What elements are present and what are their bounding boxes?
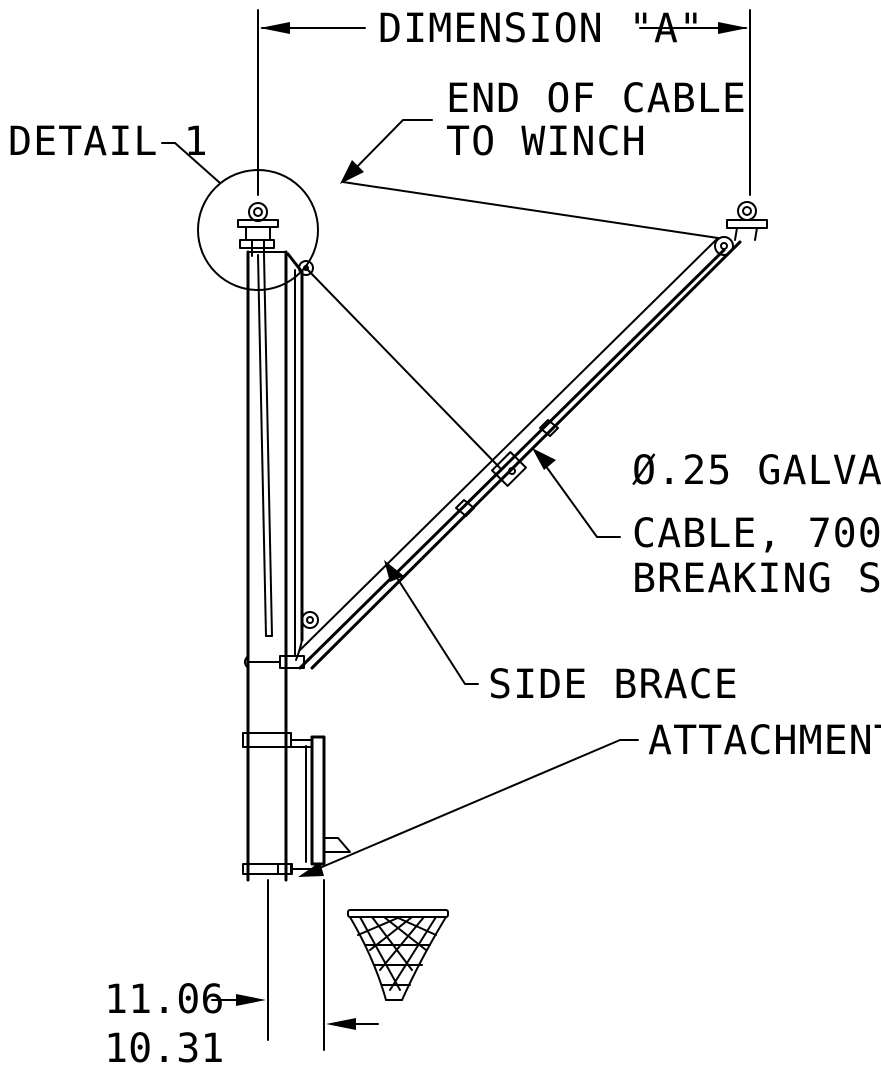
side-brace-label: SIDE BRACE	[488, 662, 739, 708]
end-of-cable-leader	[347, 119, 433, 177]
dimension-a: DIMENSION "A"	[257, 6, 751, 196]
dim-a-left-arrow	[260, 22, 290, 34]
left-pulley-bracket	[237, 202, 279, 257]
attachment-arrow	[298, 862, 324, 877]
upper-pole-clamp	[242, 732, 292, 748]
dimension-a-label: DIMENSION "A"	[378, 6, 704, 52]
tension-cable	[305, 267, 527, 487]
detail-1-leader	[161, 142, 221, 184]
cable-spec-line2: CABLE, 7000	[632, 511, 881, 557]
dim-a-right-arrow	[718, 22, 748, 34]
cable-spec-line3: BREAKING STR	[632, 556, 881, 602]
cable-callout: Ø.25 GALVANIZ CABLE, 7000 BREAKING STR	[532, 448, 881, 602]
rim-bracket	[323, 837, 351, 853]
turnbuckle	[491, 451, 527, 487]
hoop-and-net	[347, 909, 449, 1001]
side-brace-arrow	[384, 560, 404, 582]
rim	[347, 909, 449, 918]
dim-right-arrow	[326, 1018, 356, 1030]
main-pole	[246, 250, 288, 1041]
rear-brace	[286, 252, 319, 661]
dim-left-arrow	[236, 994, 266, 1006]
backboard-assembly	[242, 732, 351, 875]
cable-leader	[539, 457, 621, 538]
dim-lower-value: 10.31	[104, 1026, 224, 1072]
end-of-cable-arrow	[340, 160, 364, 184]
side-brace-leader	[391, 569, 479, 685]
attachment-leader	[307, 739, 639, 874]
winch-cable	[342, 181, 719, 239]
detail-1-label: DETAIL 1	[8, 119, 209, 165]
backboard	[310, 735, 326, 866]
cable-spec-line1: Ø.25 GALVANIZ	[632, 448, 881, 494]
brace-sleeve-upper	[539, 419, 559, 437]
end-of-cable-callout: END OF CABLE TO WINCH	[340, 76, 747, 184]
brace-sleeve-lower	[455, 499, 475, 517]
dim-upper-value: 11.06	[104, 977, 224, 1023]
right-pulley-bracket	[714, 201, 768, 256]
attachment-label: ATTACHMENT	[648, 718, 881, 764]
right-sheave	[714, 236, 734, 256]
attachment-callout: ATTACHMENT	[298, 718, 881, 877]
cable-arrow	[532, 448, 556, 470]
side-brace-callout: SIDE BRACE	[384, 560, 739, 708]
end-of-cable-line1: END OF CABLE	[446, 76, 747, 122]
bottom-dimension: 11.06 10.31	[104, 879, 379, 1072]
lower-pole-clamp	[242, 863, 292, 875]
detail-1-callout: DETAIL 1	[8, 119, 319, 291]
end-of-cable-line2: TO WINCH	[446, 119, 647, 165]
side-brace-arm	[244, 237, 742, 670]
